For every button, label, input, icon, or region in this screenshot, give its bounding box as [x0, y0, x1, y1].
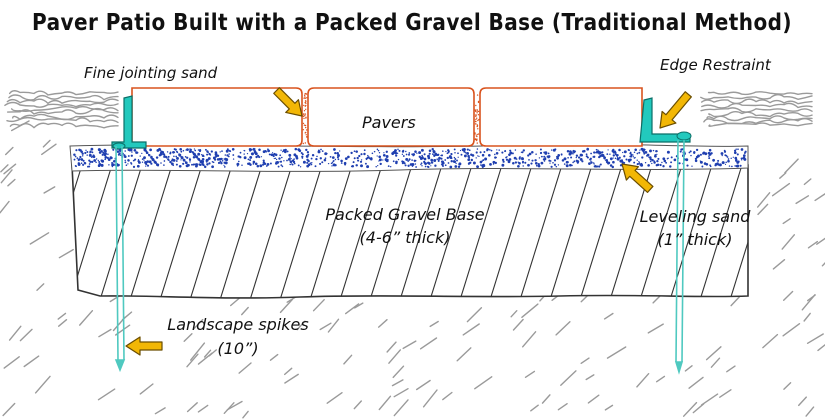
edge-restraint-icon	[111, 95, 147, 149]
landscape-spike-icon	[115, 145, 125, 361]
arrow-icon	[273, 87, 303, 117]
arrow-icon	[659, 91, 692, 129]
label-spike-length: (10”)	[217, 339, 258, 358]
label-edge-restraint: Edge Restraint	[660, 56, 772, 74]
arrows	[125, 87, 692, 356]
paver-block	[479, 87, 643, 147]
label-jointing-sand: Fine jointing sand	[84, 64, 218, 82]
landscape-spike-icon	[675, 139, 685, 363]
arrow-icon	[621, 163, 654, 193]
gravel-base	[71, 164, 749, 299]
leveling-sand-layer	[69, 143, 749, 172]
arrow-icon	[125, 336, 163, 356]
label-leveling-thickness: (1” thick)	[658, 230, 733, 249]
label-leveling-sand: Leveling sand	[640, 207, 752, 226]
landscape-spike-right	[674, 139, 685, 375]
label-gravel-base: Packed Gravel Base	[325, 205, 484, 224]
landscape-spike-left	[114, 145, 126, 373]
paver-block	[307, 87, 475, 147]
label-pavers: Pavers	[362, 113, 416, 132]
pavers	[131, 87, 643, 147]
page-title: Paver Patio Built with a Packed Gravel B…	[32, 10, 792, 36]
soil-background	[0, 90, 825, 419]
edge-restraint-right	[639, 97, 692, 143]
jointing-sand	[302, 92, 480, 145]
paver-block	[131, 87, 303, 147]
label-landscape-spikes: Landscape spikes	[167, 315, 308, 334]
label-gravel-thickness: (4-6” thick)	[360, 228, 451, 247]
